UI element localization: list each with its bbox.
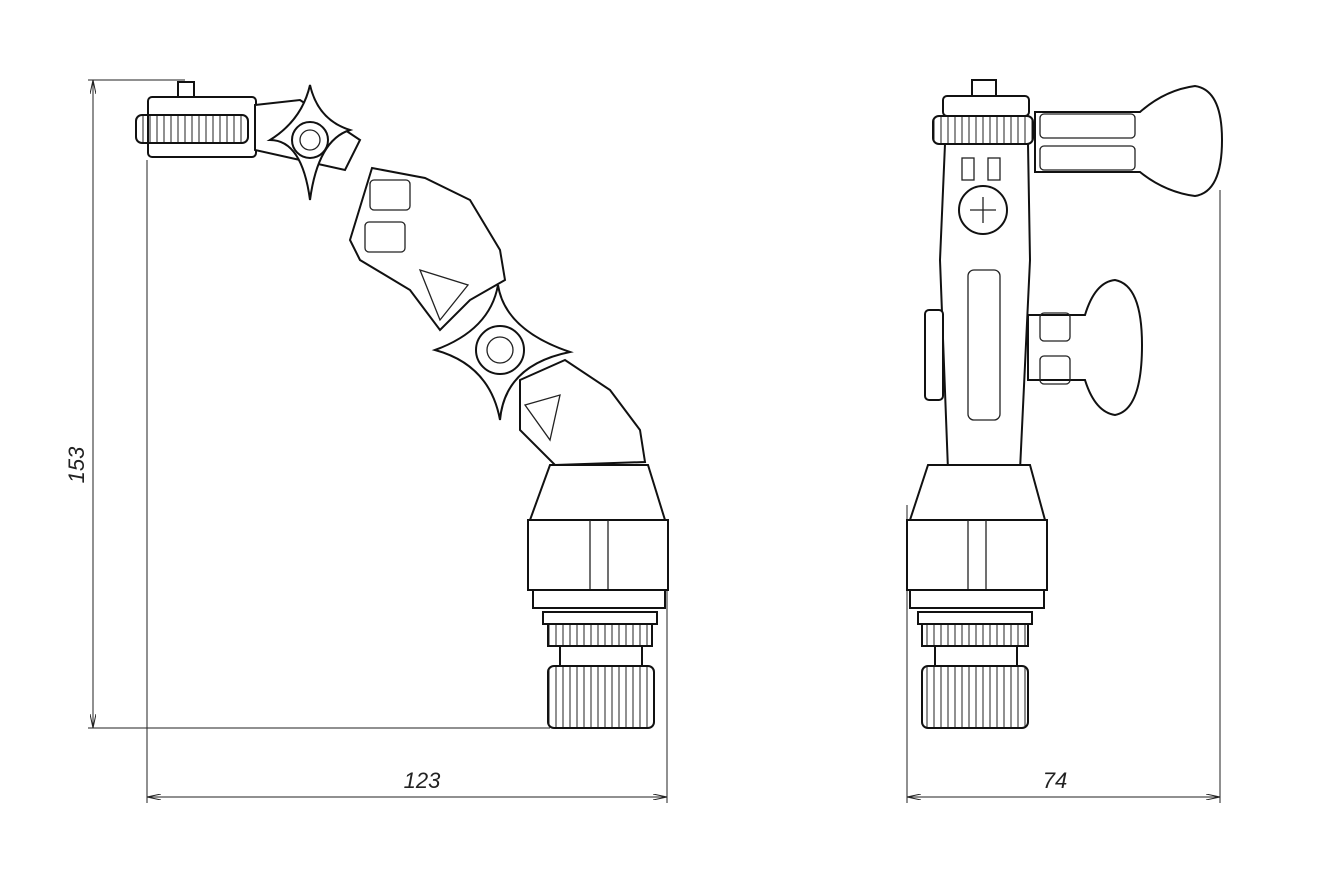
side-view-mount [135,81,669,729]
top-knurled-ring [135,114,249,144]
middle-arm-panel-1 [369,179,411,211]
base-knurled-knob [547,665,655,729]
base-nut [547,623,653,647]
middle-arm-window [418,268,470,322]
top-plate [942,95,1030,117]
upper-knob-hub [291,121,329,159]
base-body [527,519,669,591]
side-view-dimensions: 153 123 [64,79,668,803]
lower-knob-hub [475,325,525,375]
base-lower-ring [532,589,666,609]
base-lower-ring [909,589,1045,609]
base-nut [921,623,1029,647]
middle-arm [348,166,507,332]
top-knurled-ring [932,115,1034,145]
width-dimension-label: 123 [404,768,441,793]
base-neck [934,645,1018,667]
body-spine [967,269,1001,421]
lower-arm-window [523,394,561,442]
front-view-mount [906,79,1224,729]
base-collar [528,464,667,521]
side-knob-cap [924,309,944,401]
base-neck [559,645,643,667]
middle-arm-panel-2 [364,221,406,253]
base-collar [908,464,1047,521]
lower-knob-bolt [486,336,514,364]
base-body [906,519,1048,591]
side-paddle-knob [1027,278,1144,417]
top-paddle-knob [1034,84,1224,198]
top-screw [971,79,997,97]
top-screw [177,81,195,99]
lower-arm [519,358,647,467]
width-dimension-label: 74 [1043,768,1067,793]
base-washer [542,611,658,625]
base-knurled-knob [921,665,1029,729]
height-dimension-label: 153 [64,446,89,483]
base-washer [917,611,1033,625]
upper-knob-bolt [299,129,321,151]
